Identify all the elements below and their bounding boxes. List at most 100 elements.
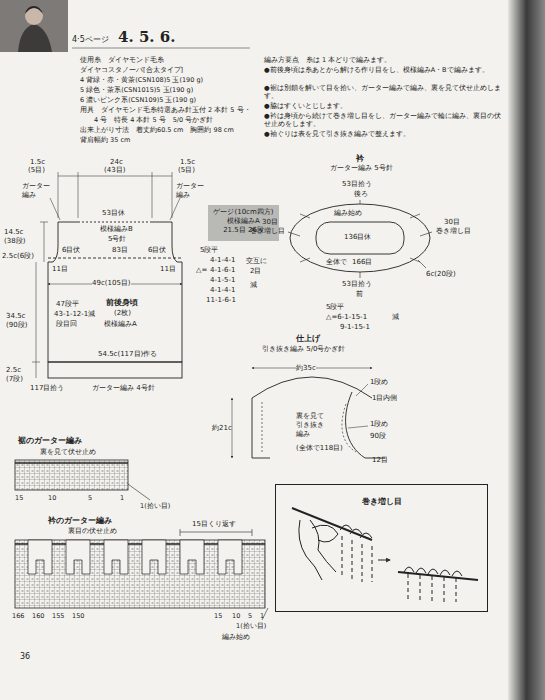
- label-text: 166: [12, 612, 24, 620]
- label-text: 1.5c: [180, 158, 195, 167]
- label-text: 1(拾い目): [236, 622, 266, 630]
- label-text: 5段平: [200, 246, 218, 255]
- label-text: ●袖ぐりは表を見て引き抜き編みで整えます。: [264, 130, 410, 138]
- label-text: ●前後身頃は糸あとから解ける作り目をし、模様編みA・Bで編みます。: [264, 66, 502, 74]
- label-text: 出来上がり寸法 着丈約60.5 cm 胸囲約 98 cm: [80, 126, 234, 134]
- label-text: 4 号 特長 4 本針 5 号 5/0 号かぎ針: [94, 116, 213, 124]
- label-text: 136目休: [344, 233, 371, 242]
- label-text: ガーター編み 4号針: [92, 384, 155, 393]
- label-text: 150: [72, 612, 84, 620]
- label-text: 54.5c(117目)作る: [98, 350, 157, 359]
- label-text: 巻き増し目: [250, 227, 285, 236]
- page-title: 4. 5. 6.: [118, 28, 175, 47]
- label-text: ガーター編み 5号針: [330, 164, 393, 173]
- label-text: 編み始め: [222, 633, 250, 641]
- label-text: 10: [48, 494, 56, 502]
- label-text: 53目拾う: [342, 280, 372, 289]
- label-text: 47段平: [56, 300, 79, 309]
- label-text: 巻き増し目: [436, 227, 471, 236]
- label-text: 2目: [250, 267, 261, 276]
- label-text: 11目: [52, 265, 68, 274]
- label-text: 約35c: [296, 364, 316, 373]
- label-text: 段目回: [56, 320, 77, 329]
- label-text: 裏を見て伏せ止め: [40, 448, 96, 457]
- label-text: ●衿は身頃から続けて巻き増し目をし、ガーター編みで輪に編み、裏目の伏せ止めをしま…: [264, 112, 502, 128]
- label-text: 背肩幅約 35 cm: [80, 136, 130, 144]
- label-text: 4 背緑・赤・黄茶(CSN108)5 玉(190 g): [80, 76, 203, 84]
- label-text: 15目くり返す: [192, 520, 236, 529]
- label-text: 11目: [160, 265, 176, 274]
- label-text: 1(拾い目): [140, 502, 170, 510]
- label-text: 15: [15, 494, 23, 502]
- label-text: 使用糸 ダイヤモンド毛糸: [80, 56, 164, 64]
- label-text: 引き抜き: [296, 421, 324, 430]
- label-text: 1: [120, 494, 124, 502]
- node-text: ゲージ(10cm四方): [211, 208, 276, 217]
- node-text: 巻き増し目: [359, 497, 405, 507]
- label-text: 34.5c: [6, 312, 25, 321]
- label-text: 後ろ: [354, 190, 368, 199]
- label-text: 49c(105目): [92, 279, 131, 288]
- label-text: 24c: [110, 158, 123, 167]
- label-text: 全体で: [326, 258, 347, 267]
- label-text: (5目): [28, 166, 45, 175]
- label-text: 10: [232, 612, 240, 620]
- label-text: 9-1-15-1: [340, 323, 370, 332]
- technique-box: 巻き増し目: [275, 484, 488, 612]
- label-text: ●裾は別鎖を解いて目を拾い、ガーター編みで編み、裏を見て伏せ止めします。: [264, 84, 502, 100]
- label-text: 160: [32, 612, 44, 620]
- label-text: 6目伏: [62, 246, 80, 255]
- label-text: 11-1-6-1: [206, 296, 236, 305]
- label-text: 編み方要点 糸は 1 本どりで編みます。: [264, 56, 391, 64]
- label-text: 交互に: [246, 257, 267, 266]
- label-text: 2.5c: [6, 366, 21, 375]
- label-text: 4-1-4-1: [210, 286, 235, 295]
- label-text: 5号針: [108, 235, 126, 244]
- label-text: 仕上げ: [296, 334, 320, 344]
- label-text: 減: [250, 281, 257, 290]
- label-text: 約21c: [212, 424, 232, 433]
- label-text: 12目: [372, 456, 388, 465]
- label-text: 前: [356, 290, 363, 299]
- label-text: 1段め: [370, 420, 388, 429]
- label-text: 6c(20段): [426, 270, 456, 279]
- label-text: 6 濃いピンク系(CSN109)5 玉(190 g): [80, 96, 196, 104]
- label-text: (5目): [178, 166, 195, 175]
- label-text: 裾のガーター編み: [18, 436, 82, 445]
- label-text: 1.5c: [30, 158, 45, 167]
- label-text: 減: [392, 313, 399, 322]
- label-text: 4·5ページ: [72, 35, 109, 45]
- label-text: 5: [88, 494, 92, 502]
- label-text: ガーター編み: [176, 182, 206, 200]
- label-text: 5段平: [326, 303, 344, 312]
- label-text: △=: [196, 266, 207, 275]
- label-text: (7段): [6, 375, 23, 384]
- label-text: 43-1-12-1減: [54, 310, 95, 319]
- label-text: 30目: [444, 218, 460, 227]
- label-text: 5: [248, 612, 252, 620]
- label-text: △=6-1-15-1: [326, 313, 367, 322]
- label-text: 前後身頃: [106, 298, 138, 307]
- label-text: 1段め: [370, 378, 388, 387]
- label-text: 6目伏: [148, 246, 166, 255]
- label-text: 衿のガーター編み: [48, 516, 112, 525]
- label-text: 83目: [112, 246, 128, 255]
- label-text: 53目休: [102, 209, 125, 218]
- label-text: 1: [260, 612, 264, 620]
- label-text: 模様編みA: [104, 320, 137, 329]
- label-text: 90段: [370, 432, 386, 441]
- label-text: 2.5c(6段): [2, 252, 34, 261]
- label-text: 用具 ダイヤモンド毛糸特選あみ針玉付 2 本針 5 号・: [80, 106, 251, 114]
- label-text: 衿: [356, 154, 364, 164]
- label-text: 引き抜き編み 5/0号かぎ針: [262, 345, 346, 354]
- label-text: (90段): [6, 321, 27, 330]
- label-text: 4-1-5-1: [210, 276, 235, 285]
- label-text: (2枚): [114, 309, 131, 318]
- label-text: 1目内側: [372, 394, 397, 403]
- label-text: (43目): [104, 166, 125, 175]
- label-text: 14.5c: [4, 228, 23, 237]
- label-text: 裏目の伏せ止め: [68, 527, 117, 536]
- label-text: 53目拾う: [342, 180, 372, 189]
- label-text: 36: [20, 652, 30, 662]
- label-text: 117目拾う: [30, 384, 64, 393]
